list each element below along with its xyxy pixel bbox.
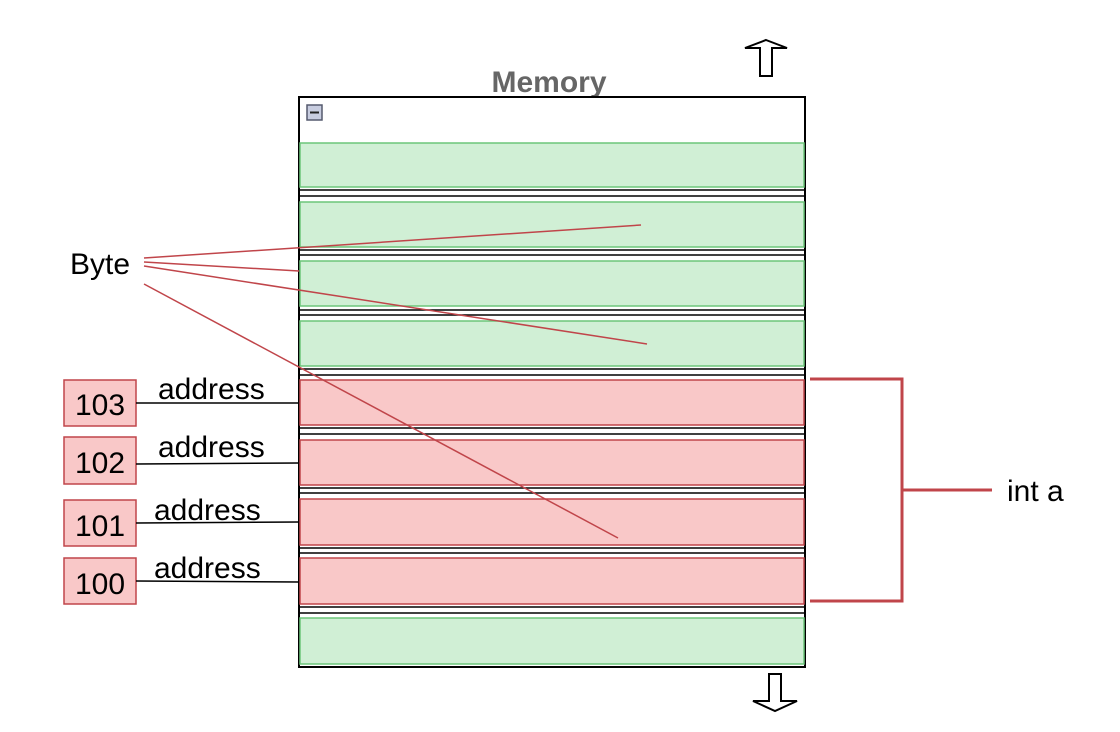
int-byte-row	[299, 498, 805, 546]
byte-row	[299, 617, 805, 665]
up-arrow-icon	[744, 38, 788, 77]
byte-row	[299, 201, 805, 248]
address-label: address	[154, 494, 261, 527]
address-box-101: 101	[63, 499, 137, 547]
memory-title: Memory	[491, 66, 606, 99]
address-label: address	[158, 373, 265, 406]
int-label: int a	[1007, 475, 1064, 508]
address-box-102: 102	[63, 436, 137, 485]
byte-row	[299, 320, 805, 367]
address-value: 102	[75, 447, 125, 480]
address-value: 103	[75, 389, 125, 422]
address-box-100: 100	[63, 557, 137, 605]
byte-pointer-line	[143, 261, 300, 272]
address-value: 100	[75, 568, 125, 601]
address-label: address	[154, 552, 261, 585]
int-byte-row	[299, 439, 805, 486]
int-bracket	[810, 377, 992, 603]
byte-pointer-line	[143, 224, 642, 259]
byte-label: Byte	[70, 248, 130, 281]
address-label: address	[158, 431, 265, 464]
byte-row	[299, 142, 805, 188]
byte-row	[299, 260, 805, 307]
int-byte-row	[299, 557, 805, 605]
collapse-icon[interactable]	[306, 104, 323, 121]
address-connectors	[135, 402, 300, 583]
address-value: 101	[75, 510, 125, 543]
address-box-103: 103	[63, 379, 137, 427]
row-separators	[300, 189, 804, 614]
byte-pointer-line	[143, 265, 648, 345]
byte-pointer-line	[143, 283, 619, 539]
byte-pointer-lines	[143, 224, 648, 539]
int-byte-row	[299, 379, 805, 426]
down-arrow-icon	[752, 673, 798, 713]
